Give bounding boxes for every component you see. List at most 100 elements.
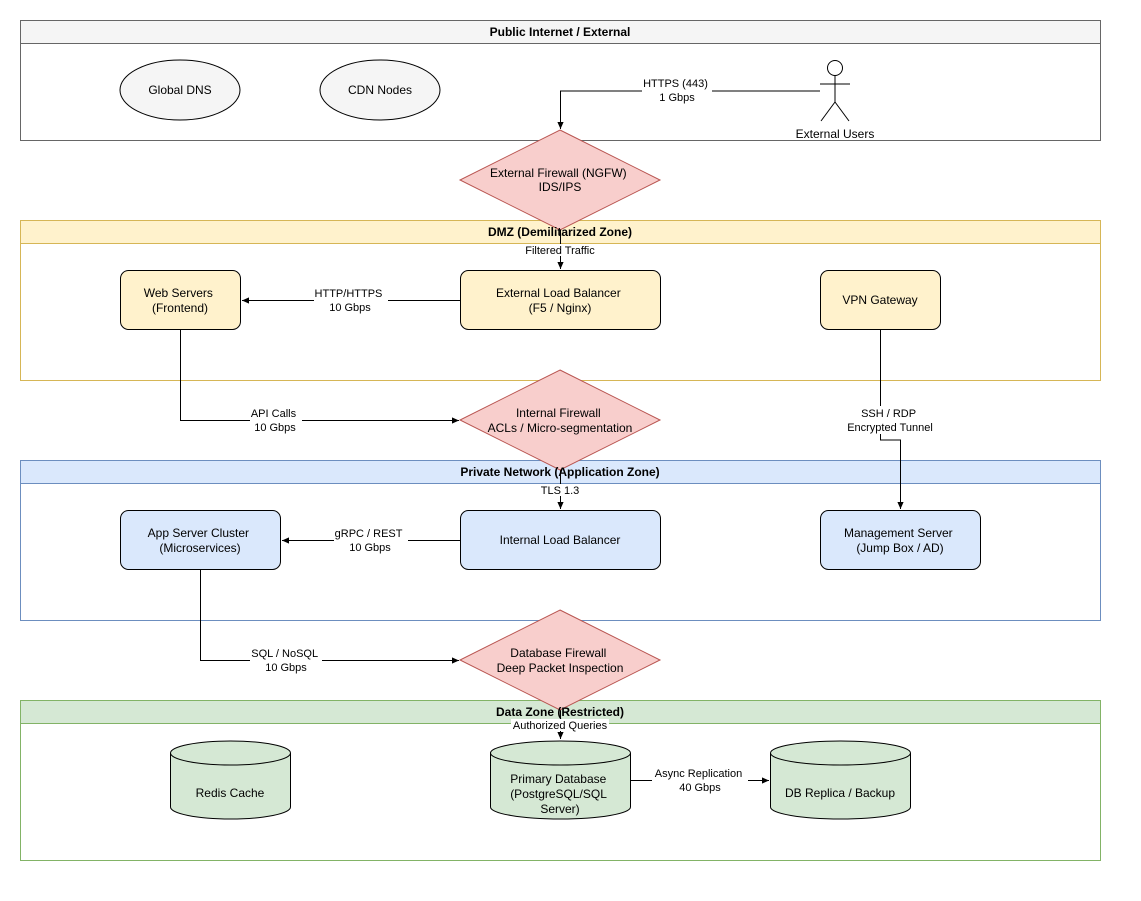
- vpn-gateway-shape: [820, 270, 941, 330]
- management-server-node[interactable]: Management Server (Jump Box / AD): [820, 510, 981, 570]
- external-firewall-label-1: External Firewall (NGFW): [490, 166, 627, 180]
- database-firewall-node[interactable]: Database Firewall Deep Packet Inspection: [458, 609, 662, 711]
- primary-database-label-1: Primary Database: [510, 772, 606, 786]
- primary-database-shape: [490, 740, 631, 820]
- svg-text:External Firewall (NGFW): External Firewall (NGFW) IDS/IPS: [490, 166, 630, 194]
- primary-database-label-2: (PostgreSQL/SQL: [510, 787, 607, 801]
- internal-firewall-shape: [458, 369, 662, 471]
- external-load-balancer-label-1: External Load Balancer: [496, 286, 621, 300]
- edge-label-elb-to-web-2: 10 Gbps: [329, 302, 371, 314]
- svg-text:Database Firewall Deep P: Database Firewall Deep Packet Inspection: [497, 646, 624, 675]
- svg-text:HTTP/HTTPS 10 Gbps: HTTP/HTTPS 10 Gbps: [315, 288, 386, 314]
- redis-cache-node[interactable]: Redis Cache: [170, 740, 291, 820]
- external-users-actor[interactable]: External Users: [796, 60, 875, 142]
- edge-label-web-to-ifw-2: 10 Gbps: [254, 422, 296, 434]
- app-server-cluster-label-1: App Server Cluster: [148, 526, 249, 540]
- internal-load-balancer-label: Internal Load Balancer: [500, 533, 621, 547]
- edge-label-web-to-ifw-1: API Calls: [251, 408, 297, 420]
- edge-label-users-to-fw-1: HTTPS (443): [643, 78, 708, 90]
- edge-label-app-to-dbfw: SQL / NoSQL 10 Gbps: [250, 646, 322, 674]
- svg-text:CDN Nodes: CDN Nodes: [348, 83, 412, 97]
- management-server-shape: [820, 510, 981, 570]
- svg-text:Primary Database (Postgr: Primary Database (PostgreSQL/SQL Server): [510, 772, 610, 816]
- internal-firewall-label-1: Internal Firewall: [516, 406, 601, 420]
- internal-load-balancer-shape: [460, 510, 661, 570]
- edge-web-servers-to-internal-firewall: [180, 330, 459, 424]
- cdn-nodes-label: CDN Nodes: [348, 83, 412, 97]
- edge-label-db-to-replica: Async Replication 40 Gbps: [652, 766, 748, 794]
- web-servers-node[interactable]: Web Servers (Frontend): [120, 270, 241, 330]
- edge-label-db-to-replica-1: Async Replication: [655, 768, 742, 780]
- edge-label-elb-to-web-1: HTTP/HTTPS: [315, 288, 383, 300]
- database-firewall-shape: [458, 609, 662, 711]
- svg-text:TLS 1.3: TLS 1.3: [541, 485, 580, 497]
- edge-label-elb-to-web: HTTP/HTTPS 10 Gbps: [314, 286, 388, 314]
- db-replica-node[interactable]: DB Replica / Backup: [770, 740, 911, 820]
- svg-text:External Users: External Users: [796, 127, 875, 141]
- edge-app-cluster-to-db-firewall: [200, 570, 459, 664]
- external-load-balancer-shape: [460, 270, 661, 330]
- web-servers-shape: [120, 270, 241, 330]
- global-dns-shape: [119, 59, 241, 121]
- svg-text:Management Server (Jump: Management Server (Jump Box / AD): [844, 526, 956, 555]
- external-firewall-label-2: IDS/IPS: [539, 180, 582, 194]
- primary-database-label-3: Server): [540, 802, 579, 816]
- zone-public-header: [20, 20, 1101, 44]
- internal-load-balancer-node[interactable]: Internal Load Balancer: [460, 510, 661, 570]
- edge-label-ilb-to-app-2: 10 Gbps: [349, 542, 391, 554]
- svg-text:SSH / RDP Encrypted Tunn: SSH / RDP Encrypted Tunnel: [847, 408, 933, 434]
- svg-text:Internal Load Balancer: Internal Load Balancer: [500, 533, 621, 547]
- db-replica-label: DB Replica / Backup: [785, 786, 895, 800]
- cdn-nodes-shape: [319, 59, 441, 121]
- svg-text:Global DNS: Global DNS: [148, 83, 211, 97]
- edge-label-vpn-to-mgmt-1: SSH / RDP: [861, 408, 916, 420]
- svg-text:App Server Cluster (Micr: App Server Cluster (Microservices): [148, 526, 253, 555]
- global-dns-node[interactable]: Global DNS: [119, 59, 241, 121]
- cdn-nodes-node[interactable]: CDN Nodes: [319, 59, 441, 121]
- edge-vpn-to-management-server: [880, 330, 904, 509]
- svg-text:Internal Firewall ACLs /: Internal Firewall ACLs / Micro-segmentat…: [488, 406, 633, 435]
- web-servers-label-2: (Frontend): [152, 301, 208, 315]
- edge-label-fw-to-elb-1: Filtered Traffic: [525, 245, 595, 257]
- zone-private-title: Private Network (Application Zone): [460, 465, 659, 479]
- vpn-gateway-label: VPN Gateway: [842, 293, 917, 307]
- edge-label-dbfw-to-db-1: Authorized Queries: [513, 720, 608, 732]
- app-server-cluster-shape: [120, 510, 281, 570]
- svg-text:Web Servers (Frontend): Web Servers (Frontend): [144, 286, 216, 315]
- edge-label-users-to-fw-2: 1 Gbps: [659, 92, 695, 104]
- svg-text:Redis Cache: Redis Cache: [196, 786, 265, 800]
- external-load-balancer-node[interactable]: External Load Balancer (F5 / Nginx): [460, 270, 661, 330]
- internal-firewall-node[interactable]: Internal Firewall ACLs / Micro-segmentat…: [458, 369, 662, 471]
- svg-text:gRPC / REST 10 Gbps: gRPC / REST 10 Gbps: [335, 528, 406, 554]
- svg-text:API Calls 10 Gbps: API Calls 10 Gbps: [251, 408, 299, 434]
- edge-label-ilb-to-app: gRPC / REST 10 Gbps: [334, 526, 408, 554]
- database-firewall-label-1: Database Firewall: [510, 646, 606, 660]
- zone-public-title: Public Internet / External: [490, 25, 631, 39]
- zone-dmz-title: DMZ (Demilitarized Zone): [488, 225, 632, 239]
- global-dns-label: Global DNS: [148, 83, 211, 97]
- svg-text:External Load Balancer (: External Load Balancer (F5 / Nginx): [496, 286, 624, 315]
- external-firewall-node[interactable]: External Firewall (NGFW) IDS/IPS: [458, 129, 662, 231]
- redis-cache-label: Redis Cache: [196, 786, 265, 800]
- redis-cache-shape: [170, 740, 291, 820]
- svg-text:HTTPS (443) 1 Gbps: HTTPS (443) 1 Gbps: [643, 78, 711, 104]
- zone-data-title: Data Zone (Restricted): [496, 705, 624, 719]
- edge-label-ifw-to-ilb-1: TLS 1.3: [541, 485, 580, 497]
- svg-text:VPN Gateway: VPN Gateway: [842, 293, 917, 307]
- vpn-gateway-node[interactable]: VPN Gateway: [820, 270, 941, 330]
- primary-database-node[interactable]: Primary Database (PostgreSQL/SQL Server): [490, 740, 631, 820]
- svg-text:Authorized Queries: Authorized Queries: [513, 720, 608, 732]
- web-servers-label-1: Web Servers: [144, 286, 213, 300]
- edge-label-app-to-dbfw-1: SQL / NoSQL: [251, 648, 318, 660]
- edge-label-dbfw-to-db: Authorized Queries: [511, 719, 609, 732]
- app-server-cluster-label-2: (Microservices): [159, 541, 240, 555]
- user-actor-icon: [820, 60, 850, 122]
- edge-label-app-to-dbfw-2: 10 Gbps: [265, 662, 307, 674]
- management-server-label-2: (Jump Box / AD): [856, 541, 943, 555]
- edge-label-fw-to-elb: Filtered Traffic: [522, 244, 598, 257]
- svg-text:Async Replication 40 Gbp: Async Replication 40 Gbps: [655, 768, 746, 794]
- edge-label-ifw-to-ilb: TLS 1.3: [540, 484, 582, 497]
- svg-text:SQL / NoSQL 10 Gbps: SQL / NoSQL 10 Gbps: [251, 648, 321, 674]
- app-server-cluster-node[interactable]: App Server Cluster (Microservices): [120, 510, 281, 570]
